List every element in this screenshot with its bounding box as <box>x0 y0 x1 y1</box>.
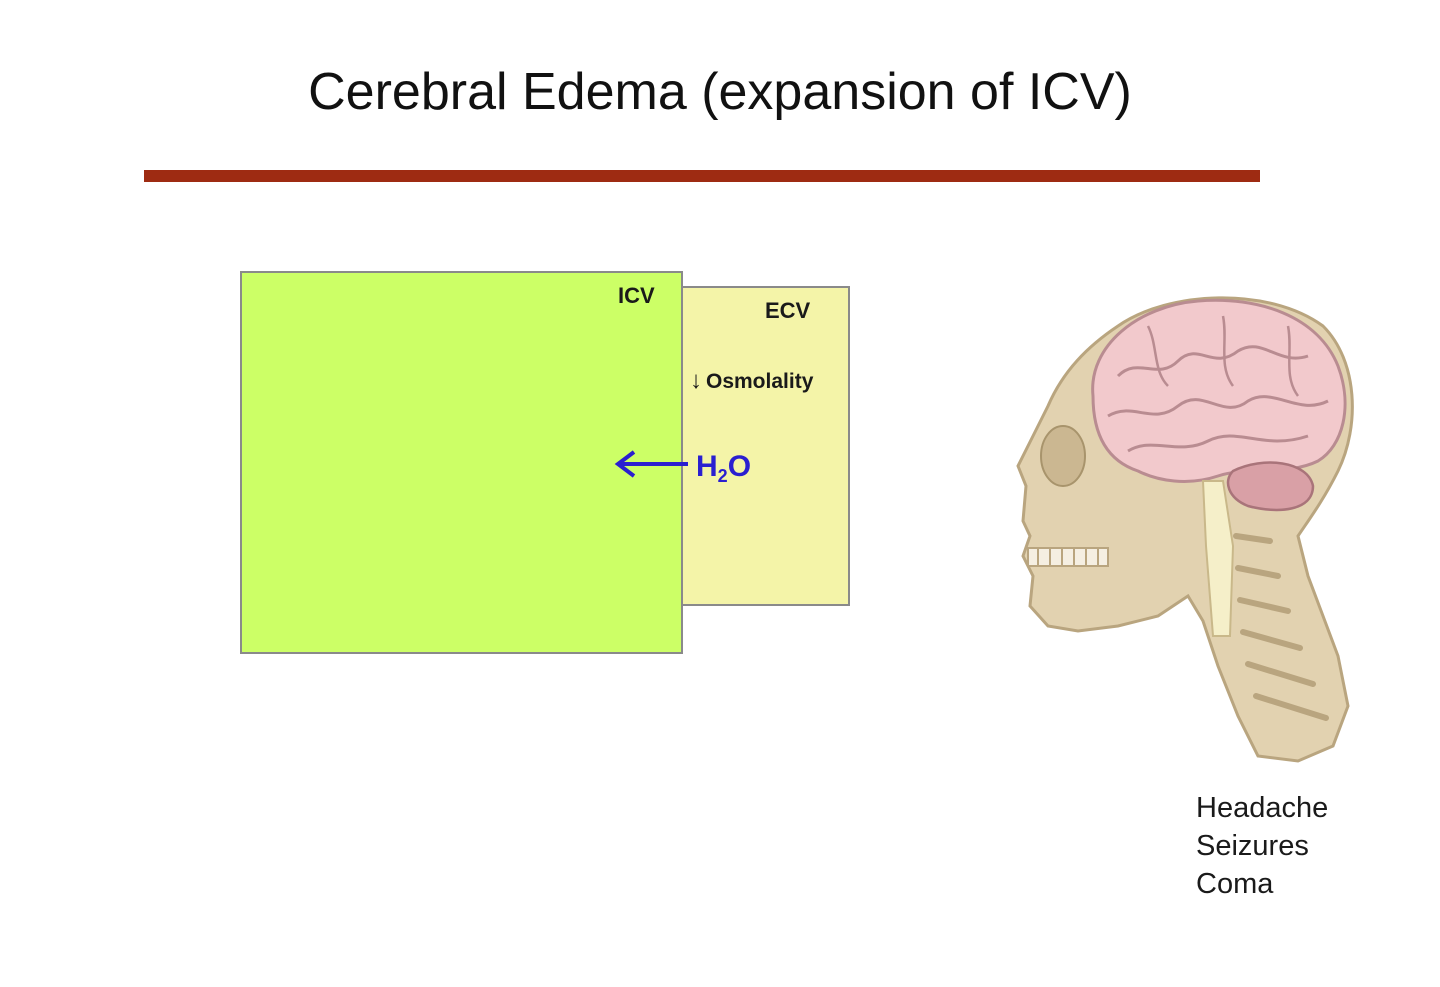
icv-label: ICV <box>618 283 655 308</box>
list-item: Headache <box>1196 792 1329 824</box>
icv-compartment <box>240 271 683 654</box>
symptom-list: Headache Seizures Coma <box>1196 789 1328 903</box>
list-item: Coma <box>1196 868 1274 900</box>
skull-brain-icon <box>1016 296 1354 763</box>
slide-title: Cerebral Edema (expansion of ICV) <box>308 63 1132 121</box>
osmolality-label: ↓Osmolality <box>690 367 813 395</box>
down-arrow-icon: ↓ <box>690 367 702 394</box>
list-item: Seizures <box>1196 830 1309 862</box>
ecv-label: ECV <box>765 298 811 323</box>
title-divider <box>144 170 1260 182</box>
water-flow-arrow-icon <box>614 450 688 478</box>
water-label: H2O <box>696 450 752 486</box>
ecv-compartment <box>680 286 850 606</box>
osmolality-text: Osmolality <box>706 370 814 393</box>
